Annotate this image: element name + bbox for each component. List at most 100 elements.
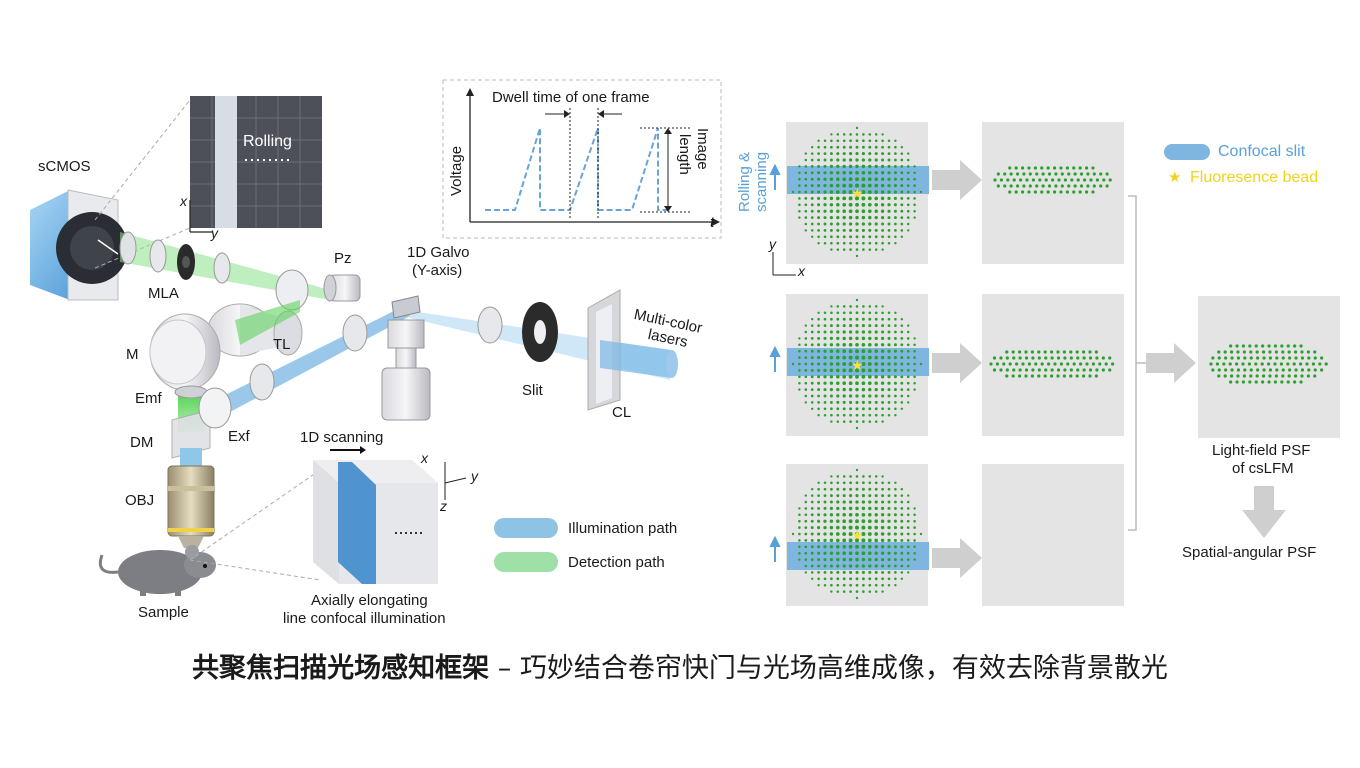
psf-raw-3-dot (829, 545, 834, 549)
psf-raw-2-dot (874, 311, 878, 315)
psf-lightfield-dot (1261, 350, 1266, 354)
psf-raw-3-dot (861, 487, 865, 491)
psf-raw-3-dot (887, 545, 891, 549)
psf-raw-3-dot (880, 519, 885, 523)
psf-raw-2-dot (855, 298, 859, 302)
psf-filtered-2-dot (1017, 374, 1022, 378)
psf-filtered-2-dot (1108, 356, 1112, 360)
psf-raw-1-dot (900, 203, 904, 207)
psf-raw-1-dot (913, 216, 916, 219)
psf-raw-3-dot (900, 532, 904, 536)
psf-raw-3-dot (881, 583, 884, 587)
psf-filtered-1-dot (1014, 166, 1018, 170)
psf-raw-2-dot (810, 394, 814, 398)
psf-raw-3-dot (868, 494, 872, 498)
psf-raw-2-dot (900, 330, 904, 334)
label-inset-x: x (180, 193, 187, 209)
psf-raw-2-dot (861, 336, 866, 341)
psf-raw-1-dot (798, 216, 801, 219)
psf-raw-3-dot (829, 532, 834, 536)
psf-raw-1-dot (913, 197, 916, 200)
psf-raw-1-dot (849, 133, 852, 136)
psf-raw-2-dot (798, 369, 801, 372)
psf-lightfield-dot (1217, 374, 1221, 378)
psf-filtered-2-dot (992, 368, 997, 372)
psf-raw-1-dot (810, 177, 814, 181)
psf-raw-1-dot (810, 165, 814, 168)
psf-lightfield-dot (1229, 374, 1234, 378)
psf-lightfield-dot (1293, 380, 1297, 384)
psf-raw-2-dot (900, 375, 904, 379)
psf-raw-1-dot (810, 216, 814, 219)
psf-lightfield-dot (1268, 374, 1272, 378)
psf-filtered-1-dot (1025, 178, 1029, 182)
psf-filtered-1-dot (1073, 172, 1077, 176)
psf-raw-1-dot (810, 203, 814, 207)
psf-lightfield-dot (1267, 344, 1271, 348)
psf-raw-3-dot (829, 513, 834, 517)
psf-raw-1-dot (880, 209, 885, 213)
psf-raw-3-dot (893, 558, 897, 562)
label-pz: Pz (334, 250, 352, 267)
psf-raw-1-dot (867, 177, 872, 182)
psf-raw-1-dot (887, 216, 891, 220)
psf-raw-3-dot (849, 590, 852, 593)
psf-lightfield-dot (1306, 374, 1310, 378)
psf-raw-1-dot (855, 254, 859, 258)
psf-raw-1-dot (849, 241, 852, 245)
psf-filtered-2-dot (1062, 374, 1066, 378)
psf-raw-1-dot (855, 170, 859, 175)
psf-raw-2-dot (817, 330, 820, 334)
psf-raw-3-dot (906, 551, 910, 555)
psf-lightfield-dot (1247, 362, 1251, 366)
psf-raw-3-dot (894, 571, 897, 574)
psf-lightfield-dot (1307, 368, 1311, 372)
psf-filtered-1-dot (1099, 184, 1103, 188)
psf-filtered-2-dot (1088, 350, 1092, 354)
psf-raw-2-dot (900, 388, 904, 391)
psf-raw-2-dot (798, 343, 801, 347)
psf-raw-1-dot (804, 216, 808, 219)
psf-raw-3-dot (836, 481, 840, 485)
psf-filtered-2-dot (1030, 374, 1034, 378)
psf-raw-1-bead-icon: ★ (851, 185, 864, 201)
psf-raw-3-dot (900, 571, 904, 574)
psf-raw-2-dot (836, 420, 840, 423)
psf-raw-1-dot (874, 145, 878, 149)
psf-raw-1-dot (798, 177, 801, 181)
psf-raw-2-dot (830, 407, 833, 411)
psf-raw-3-dot (817, 545, 821, 549)
psf-lightfield-dot (1300, 374, 1304, 378)
psf-raw-2-dot (829, 368, 834, 373)
psf-raw-3-dot (823, 564, 827, 568)
psf-raw-1-dot (823, 203, 827, 207)
psf-raw-3-dot (893, 545, 897, 549)
psf-raw-2-dot (887, 362, 891, 366)
psf-lightfield-dot (1236, 356, 1241, 360)
psf-raw-2-dot (893, 368, 897, 372)
psf-raw-3-dot (830, 577, 833, 581)
psf-filtered-1-dot (1079, 184, 1084, 188)
psf-raw-2-dot (874, 381, 878, 385)
psf-raw-1-dot (823, 235, 827, 239)
psf-raw-3-dot (868, 500, 872, 504)
psf-raw-3-dot (900, 507, 904, 510)
psf-raw-2-dot (887, 388, 891, 392)
line-confocal-illumination (313, 446, 467, 584)
psf-raw-1-dot (817, 177, 821, 181)
psf-raw-3-dot (810, 564, 814, 568)
psf-raw-1-dot (855, 202, 859, 207)
psf-raw-3-dot (810, 507, 814, 510)
objective-column (167, 385, 215, 548)
psf-raw-2-dot (836, 400, 840, 404)
psf-raw-1-dot (836, 203, 840, 207)
psf-raw-3-dot (893, 506, 897, 510)
psf-raw-3-dot (900, 551, 904, 555)
psf-raw-1-dot (849, 228, 853, 232)
psf-raw-3-dot (907, 571, 910, 574)
psf-raw-1-dot (810, 209, 814, 213)
psf-lightfield-dot (1293, 374, 1298, 378)
psf-raw-3-dot (893, 538, 897, 542)
psf-filtered-2-dot (1098, 362, 1102, 366)
psf-raw-1-dot (887, 241, 891, 245)
